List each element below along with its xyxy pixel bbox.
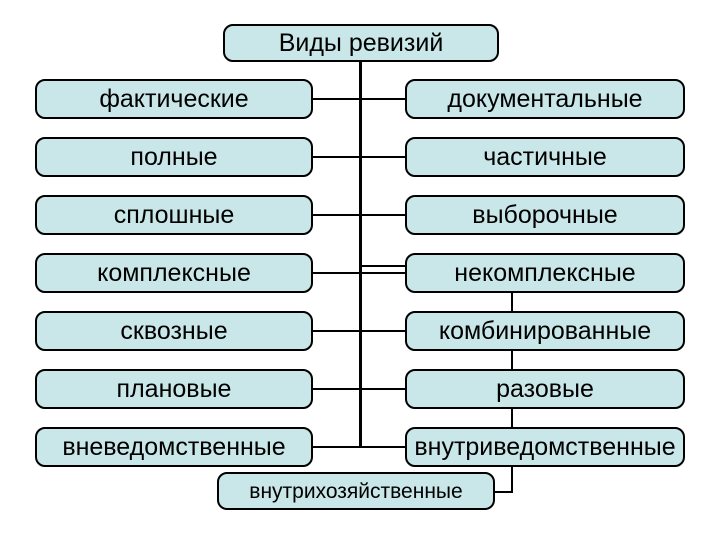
node-left-row3: сплошные	[35, 195, 313, 235]
row4-left-connector-line	[310, 272, 361, 274]
row6-connector-line	[310, 388, 408, 390]
node-right-row1: документальные	[405, 79, 685, 119]
row7-connector-line	[310, 446, 408, 448]
row2-connector-line	[310, 156, 408, 158]
node-right-row6: разовые	[405, 369, 685, 409]
node-left-row4: комплексные	[35, 253, 313, 293]
row1-connector-line	[310, 98, 408, 100]
node-right-row4: некомплексные	[405, 253, 685, 293]
node-right-row3: выборочные	[405, 195, 685, 235]
node-left-row7: вневедомственные	[35, 427, 313, 467]
node-bottom: внутрихозяйственные	[217, 472, 495, 510]
root-node-types-of-audits: Виды ревизий	[223, 24, 499, 62]
node-right-row7: внутриведомственные	[405, 427, 685, 467]
row3-connector-line	[310, 214, 408, 216]
row5-connector-line	[310, 330, 408, 332]
node-left-row2: полные	[35, 137, 313, 177]
row4-right-double-connector-line	[360, 265, 408, 274]
node-left-row1: фактические	[35, 79, 313, 119]
center-trunk-line	[359, 61, 362, 448]
node-right-row2: частичные	[405, 137, 685, 177]
node-right-row5: комбинированные	[405, 311, 685, 351]
node-left-row6: плановые	[35, 369, 313, 409]
bottom-box-connector-line	[493, 491, 513, 493]
node-left-row5: сквозные	[35, 311, 313, 351]
